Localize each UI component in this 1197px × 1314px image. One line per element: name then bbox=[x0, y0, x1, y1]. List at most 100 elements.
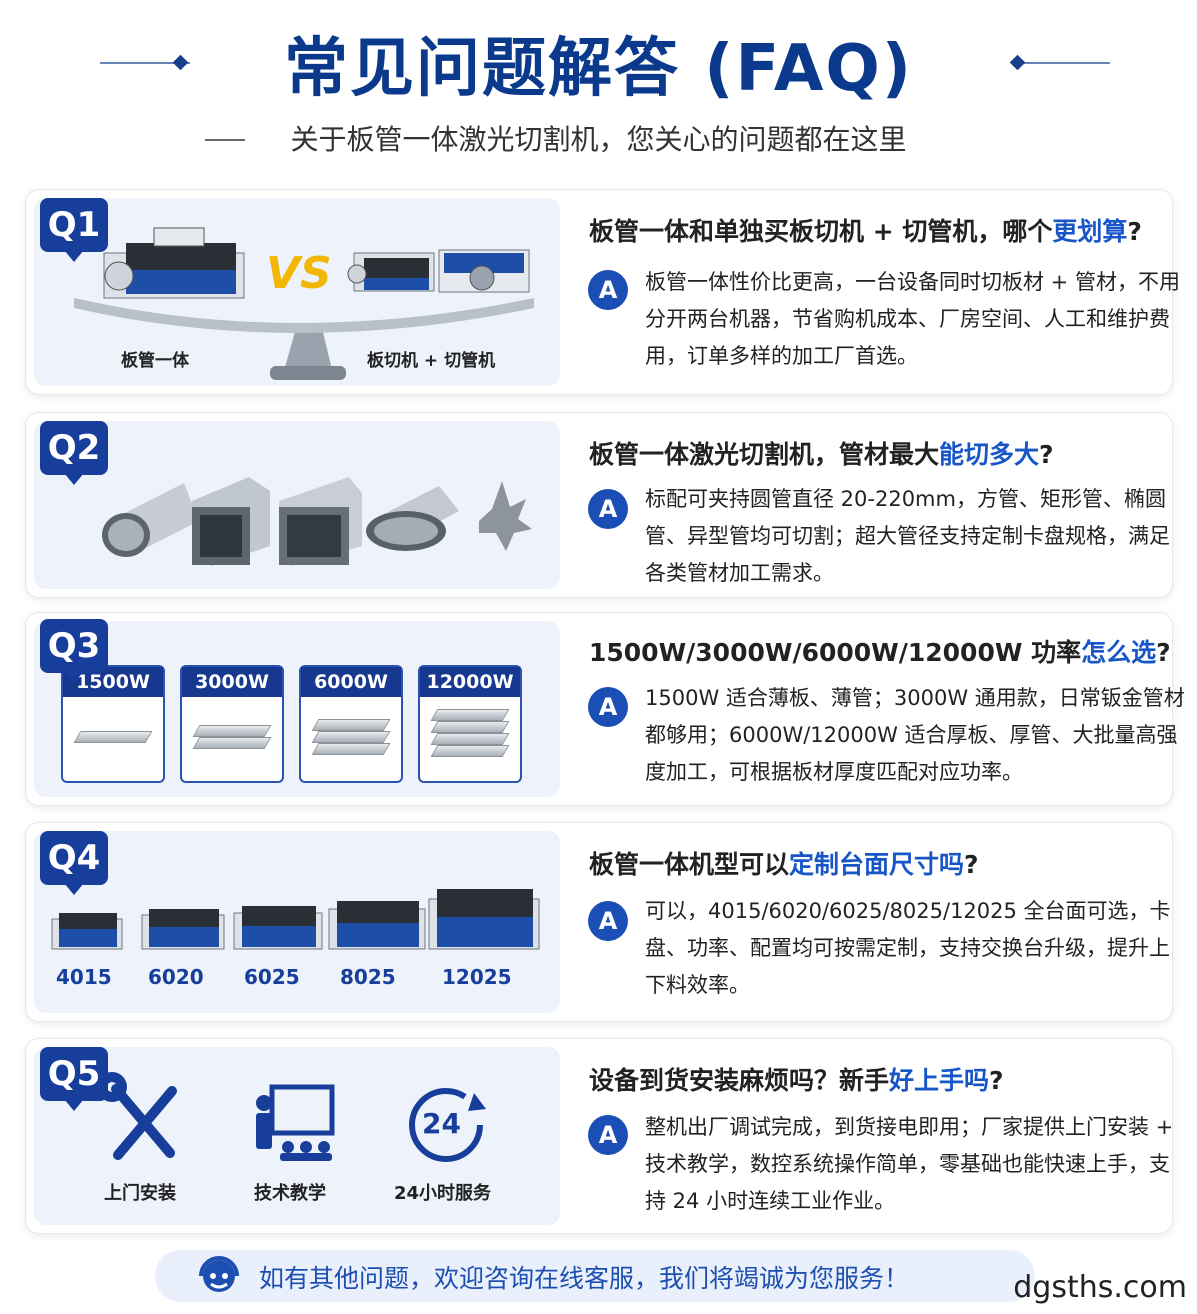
power-box-6000w: 6000W bbox=[299, 665, 403, 783]
power-box-12000w: 12000W bbox=[418, 665, 522, 783]
q4-answer: 可以，4015/6020/6025/8025/12025 全台面可选，卡盘、功率… bbox=[645, 899, 1171, 997]
plate-layer bbox=[430, 721, 510, 733]
service-icons bbox=[97, 1072, 486, 1162]
power-label-12000w: 12000W bbox=[420, 667, 520, 697]
page-subtitle: 关于板管一体激光切割机，您关心的问题都在这里 bbox=[290, 123, 907, 156]
tube-cutter-icon bbox=[438, 249, 530, 293]
service-label-24h: 24小时服务 bbox=[394, 1183, 492, 1204]
24h-icon-text: 24 bbox=[422, 1107, 461, 1140]
machine-8025-icon bbox=[328, 901, 426, 950]
plate-layer bbox=[430, 733, 510, 745]
model-label-6025: 6025 bbox=[244, 965, 300, 989]
title-left-line bbox=[100, 62, 190, 64]
model-label-8025: 8025 bbox=[340, 965, 396, 989]
q2-visual bbox=[34, 421, 560, 589]
q1-question-suffix: ? bbox=[1127, 217, 1142, 246]
q2-question-text: 板管一体激光切割机，管材最大 bbox=[589, 440, 940, 469]
scale-foot bbox=[270, 366, 346, 380]
q3-question-highlight: 怎么选 bbox=[1081, 638, 1157, 667]
vs-text: VS bbox=[266, 248, 332, 299]
q3-visual: 1500W 3000W 6000W 12000W bbox=[34, 621, 560, 797]
q2-question: 板管一体激光切割机，管材最大能切多大? bbox=[589, 435, 1054, 471]
special-tube-icon bbox=[479, 481, 532, 551]
a1-badge: A bbox=[588, 270, 628, 310]
power-box-1500w: 1500W bbox=[61, 665, 165, 783]
rect-tube-icon bbox=[279, 477, 362, 566]
machine-4015-icon bbox=[51, 913, 123, 950]
q4-question-highlight: 定制台面尺寸吗 bbox=[789, 850, 965, 879]
q5-question-highlight: 好上手吗 bbox=[889, 1066, 990, 1095]
faq-card-1: VS 板管一体 板切机 + 切管机 Q1 板管一体和单独买板切机 + 切管机，哪… bbox=[25, 189, 1180, 395]
round-tube-icon bbox=[102, 483, 199, 557]
plate-layer bbox=[430, 709, 510, 721]
plate-layer bbox=[73, 731, 153, 743]
plate-layer bbox=[192, 737, 272, 749]
plate-layer bbox=[311, 719, 391, 731]
right-scale-label: 板切机 + 切管机 bbox=[367, 351, 496, 371]
q1-question-text: 板管一体和单独买板切机 + 切管机，哪个 bbox=[589, 217, 1053, 246]
q5-visual: 24 上门安装 技术教学 24小时服务 bbox=[34, 1047, 560, 1225]
title-right-line bbox=[1020, 62, 1110, 64]
q5-question-suffix: ? bbox=[989, 1066, 1004, 1095]
page-title-wrap: 常见问题解答 (FAQ) bbox=[0, 18, 1197, 108]
q3-question-text: 1500W/3000W/6000W/12000W 功率 bbox=[589, 638, 1082, 667]
tools-icon bbox=[97, 1072, 177, 1160]
q1-question-highlight: 更划算 bbox=[1052, 217, 1128, 246]
plate-layer bbox=[192, 725, 272, 737]
model-label-6020: 6020 bbox=[148, 965, 204, 989]
plate-layer bbox=[311, 731, 391, 743]
q1-visual: VS 板管一体 板切机 + 切管机 bbox=[34, 198, 560, 386]
q3-question: 1500W/3000W/6000W/12000W 功率怎么选? bbox=[589, 633, 1171, 669]
faq-card-4: 4015 6020 6025 8025 12025 Q4 板管一体机型可以定制台… bbox=[25, 822, 1173, 1022]
faq-card-3: 1500W 3000W 6000W 12000W Q3 1500W/3000W/… bbox=[25, 612, 1185, 806]
service-label-teaching: 技术教学 bbox=[254, 1183, 326, 1204]
q3-badge: Q3 bbox=[40, 619, 108, 683]
model-label-12025: 12025 bbox=[442, 965, 512, 989]
left-scale-label: 板管一体 bbox=[121, 351, 189, 371]
scale-base bbox=[282, 328, 334, 378]
plate-cutter-icon bbox=[347, 252, 435, 292]
customer-service-icon bbox=[199, 1256, 239, 1292]
page-title: 常见问题解答 (FAQ) bbox=[283, 32, 914, 106]
q3-question-suffix: ? bbox=[1156, 638, 1171, 667]
footer-text: 如有其他问题，欢迎咨询在线客服，我们将竭诚为您服务！ bbox=[259, 1264, 910, 1293]
q5-question: 设备到货安装麻烦吗？新手好上手吗? bbox=[589, 1061, 1004, 1097]
q2-answer: 标配可夹持圆管直径 20-220mm，方管、矩形管、椭圆管、异型管均可切割；超大… bbox=[645, 487, 1170, 585]
q4-visual: 4015 6020 6025 8025 12025 bbox=[34, 831, 560, 1013]
q2-badge: Q2 bbox=[40, 421, 108, 485]
faq-card-5: 24 上门安装 技术教学 24小时服务 Q5 设备到货安装麻烦吗？新手好上手吗?… bbox=[25, 1038, 1173, 1234]
q1-badge: Q1 bbox=[40, 198, 108, 262]
q2-question-highlight: 能切多大 bbox=[939, 440, 1040, 469]
q5-question-text: 设备到货安装麻烦吗？新手 bbox=[589, 1066, 890, 1095]
q5-answer: 整机出厂调试完成，到货接电即用；厂家提供上门安装 + 技术教学，数控系统操作简单… bbox=[645, 1115, 1174, 1213]
a5-badge: A bbox=[588, 1115, 628, 1155]
plate-layer bbox=[311, 743, 391, 755]
q4-question-text: 板管一体机型可以 bbox=[589, 850, 790, 879]
q5-badge: Q5 bbox=[40, 1047, 108, 1111]
machine-6020-icon bbox=[141, 909, 225, 950]
q4-badge: Q4 bbox=[40, 831, 108, 895]
scale-illustration bbox=[74, 227, 534, 380]
a4-badge: A bbox=[588, 901, 628, 941]
model-label-4015: 4015 bbox=[56, 965, 112, 989]
q4-question: 板管一体机型可以定制台面尺寸吗? bbox=[589, 845, 979, 881]
q4-question-suffix: ? bbox=[964, 850, 979, 879]
scale-beam bbox=[74, 298, 534, 333]
watermark: dgsths.com bbox=[1013, 1270, 1187, 1305]
q3-answer: 1500W 适合薄板、薄管；3000W 通用款，日常钣金管材都够用；6000W/… bbox=[645, 686, 1185, 784]
q2-question-suffix: ? bbox=[1039, 440, 1054, 469]
a2-badge: A bbox=[588, 489, 628, 529]
machine-models-illustration bbox=[51, 889, 540, 950]
a3-badge: A bbox=[588, 687, 628, 727]
power-label-3000w: 3000W bbox=[182, 667, 282, 697]
machine-12025-icon bbox=[428, 889, 540, 950]
power-label-6000w: 6000W bbox=[301, 667, 401, 697]
machine-6025-icon bbox=[233, 906, 323, 950]
tube-shapes-illustration bbox=[102, 477, 532, 566]
subtitle-dash bbox=[205, 139, 245, 141]
plate-layer bbox=[430, 745, 510, 757]
oval-tube-icon bbox=[366, 486, 459, 551]
q1-answer: 板管一体性价比更高，一台设备同时切板材 + 管材，不用分开两台机器，节省购机成本… bbox=[645, 270, 1180, 368]
q1-question: 板管一体和单独买板切机 + 切管机，哪个更划算? bbox=[589, 212, 1142, 248]
footer-banner[interactable]: 如有其他问题，欢迎咨询在线客服，我们将竭诚为您服务！ bbox=[155, 1250, 1035, 1302]
